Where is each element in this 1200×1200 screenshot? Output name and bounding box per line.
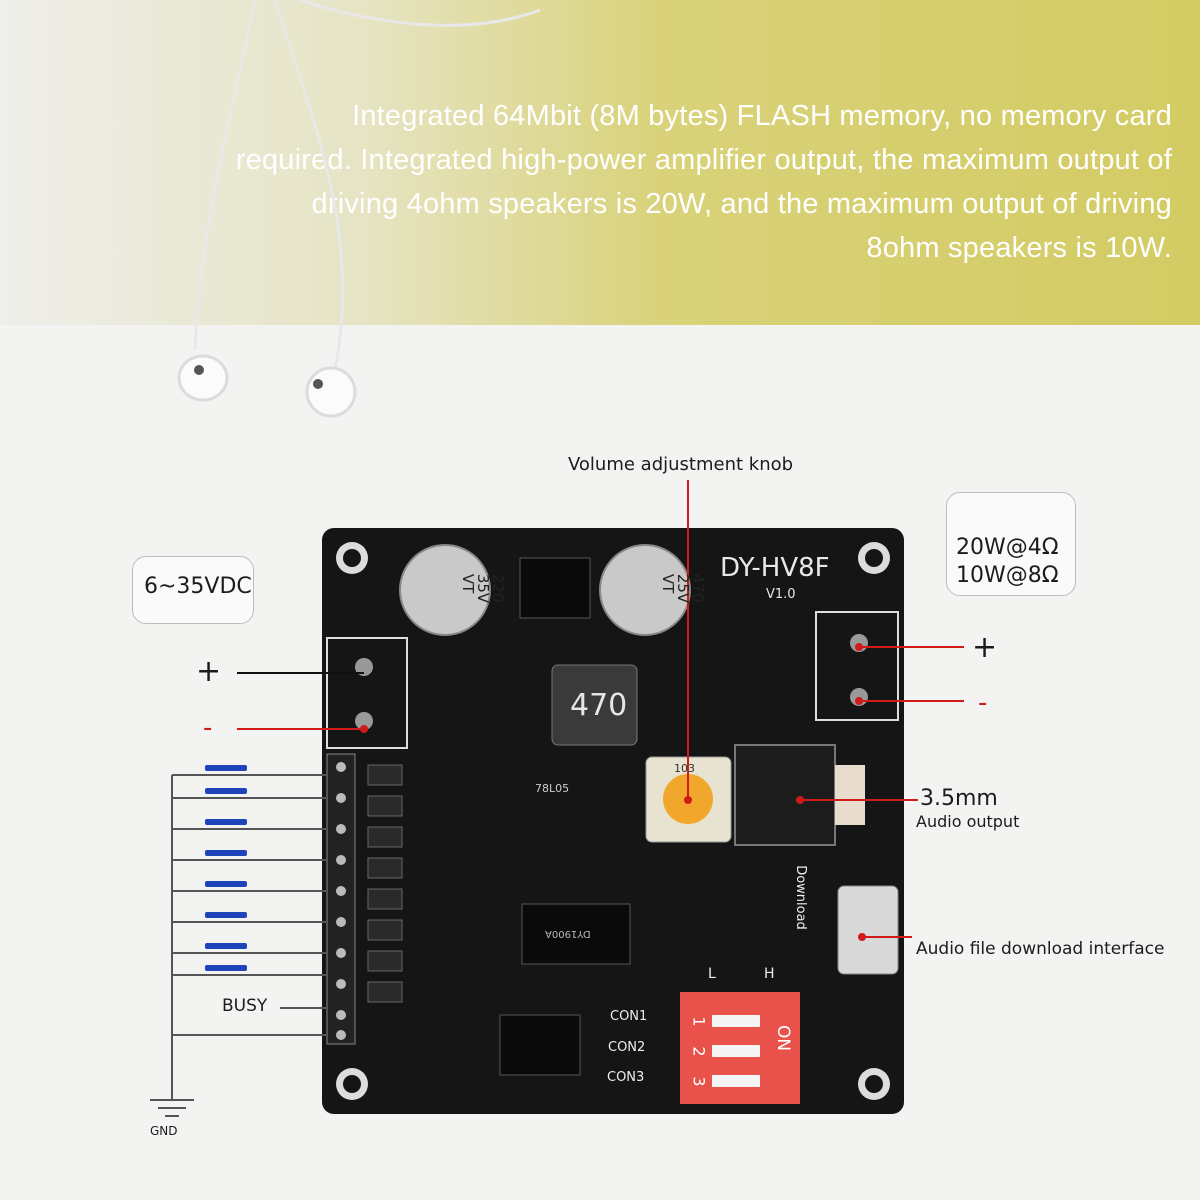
power-terminal [326, 637, 408, 749]
banner: Integrated 64Mbit (8M bytes) FLASH memor… [0, 0, 1200, 325]
speaker-terminal [815, 611, 899, 721]
audio-jack [734, 744, 836, 846]
flash-chip [499, 1014, 581, 1076]
audio-jack-label: 3.5mm [920, 786, 998, 811]
dip-on-label: ON [773, 1024, 794, 1052]
supply-voltage-label: 6~35VDC [144, 574, 252, 599]
busy-label: BUSY [222, 996, 268, 1016]
dip-number-2: 2 [689, 1046, 709, 1057]
usb-port [837, 885, 899, 975]
gnd-label: GND [150, 1124, 178, 1138]
power-rating-label: 20W@4Ω 10W@8Ω [956, 535, 1059, 588]
dip-low-label: L [708, 966, 716, 982]
board-model: DY-HV8F [720, 553, 830, 583]
supply-voltage-box [132, 556, 254, 624]
plus-label-output: + [972, 630, 998, 665]
audio-output-label: Audio output [916, 812, 1020, 831]
capacitor-220uf [399, 544, 491, 636]
volume-knob-label: Volume adjustment knob [568, 454, 794, 475]
potentiometer-marking: 103 [674, 762, 695, 775]
dip-number-1: 1 [689, 1016, 709, 1027]
con2-label: CON2 [608, 1040, 646, 1055]
input-buttons [150, 774, 327, 1117]
inductor [551, 664, 638, 746]
earphones-illustration [177, 0, 541, 418]
download-interface-label: Audio file download interface [916, 939, 1165, 959]
capacitor-220-marking: 220 35V VT [459, 573, 508, 604]
pcb-board [322, 528, 904, 1114]
minus-label-output: - [978, 688, 988, 718]
board-version: V1.0 [766, 587, 796, 602]
capacitor-470-marking: 470 25V VT [659, 573, 708, 604]
power-rating-box [946, 492, 1076, 596]
minus-label-input: - [203, 713, 213, 743]
con3-label: CON3 [607, 1070, 645, 1085]
regulator-marking: 78L05 [535, 782, 570, 795]
con1-label: CON1 [610, 1009, 648, 1024]
banner-description: Integrated 64Mbit (8M bytes) FLASH memor… [235, 100, 1172, 264]
chip-marking: DY1900A [545, 928, 591, 939]
dip-number-3: 3 [689, 1076, 709, 1087]
dip-high-label: H [764, 966, 775, 982]
inductor-marking: 470 [570, 688, 628, 723]
capacitor-470uf [599, 544, 691, 636]
pin-header [326, 753, 356, 1045]
plus-label-input: + [196, 654, 222, 689]
download-marking: Download [792, 865, 808, 930]
main-chip [521, 903, 631, 965]
